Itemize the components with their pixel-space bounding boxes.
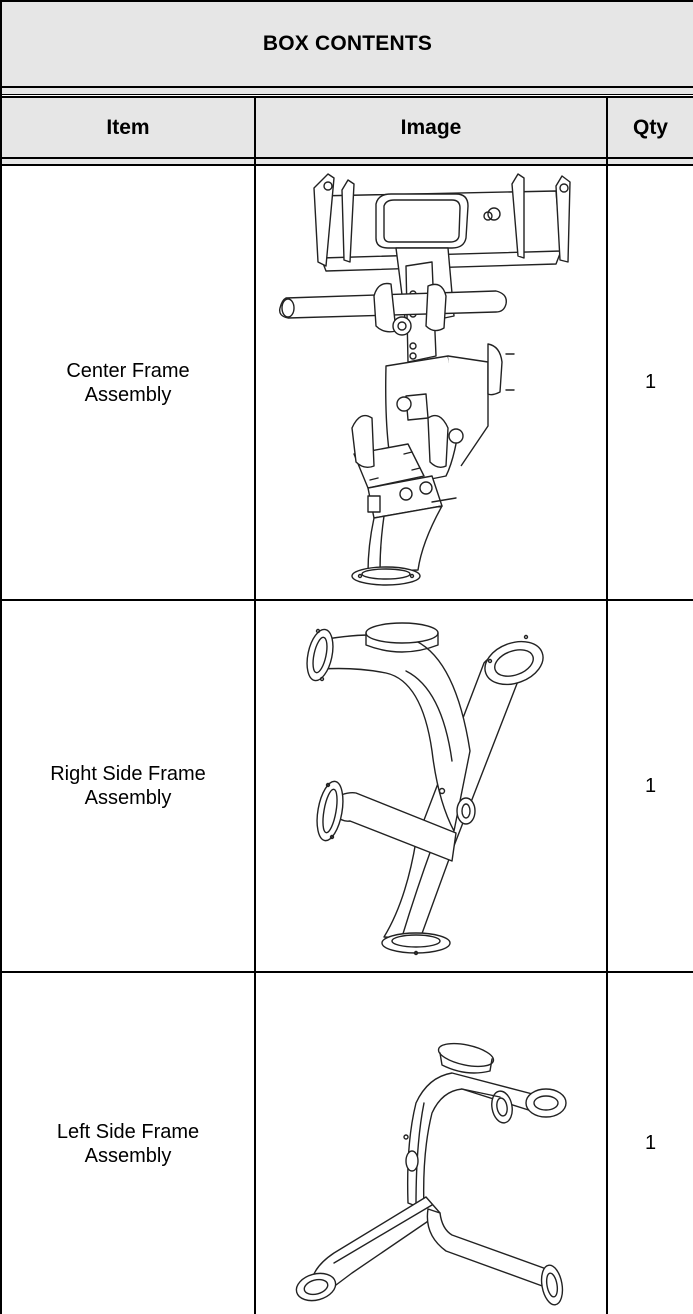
divider: [0, 599, 693, 601]
qty-value: 1: [644, 371, 657, 393]
column-header-image: Image: [400, 115, 462, 139]
item-name: Center Frame Assembly: [66, 359, 190, 406]
item-name-cell: Center Frame Assembly: [2, 166, 254, 599]
divider: [0, 94, 693, 95]
divider: [254, 96, 256, 1314]
item-name: Left Side Frame Assembly: [56, 1120, 200, 1167]
column-header-qty: Qty: [632, 115, 668, 139]
qty-cell: 1: [608, 973, 693, 1314]
item-name: Right Side Frame Assembly: [50, 763, 206, 809]
divider: [606, 96, 608, 1314]
table-header-row: Item Image Qty: [0, 98, 693, 157]
table-row: Center Frame Assembly: [0, 166, 693, 599]
item-name-cell: Left Side Frame Assembly: [2, 973, 254, 1314]
qty-cell: 1: [608, 166, 693, 599]
item-image-cell: [256, 601, 606, 971]
qty-value: 1: [644, 1132, 657, 1154]
column-header-item: Item: [106, 115, 150, 139]
divider: [0, 157, 693, 159]
center-frame-assembly-drawing-icon: [278, 173, 571, 586]
divider: [0, 86, 693, 88]
item-image-cell: [256, 973, 606, 1314]
table-row: Right Side Frame Assembly: [0, 601, 693, 971]
table-title: BOX CONTENTS: [262, 32, 433, 55]
item-name-cell: Right Side Frame Assembly: [2, 601, 254, 971]
qty-value: 1: [644, 774, 657, 797]
divider: [0, 971, 693, 973]
qty-cell: 1: [608, 601, 693, 971]
divider: [0, 96, 693, 98]
divider: [0, 164, 693, 166]
divider: [0, 0, 2, 1314]
table-row: Left Side Frame Assembly: [0, 973, 693, 1314]
item-image-cell: [256, 166, 606, 599]
right-side-frame-assembly-drawing-icon: [306, 622, 544, 956]
table-title-bar: BOX CONTENTS: [0, 0, 693, 88]
left-side-frame-assembly-drawing-icon: [295, 1042, 567, 1306]
